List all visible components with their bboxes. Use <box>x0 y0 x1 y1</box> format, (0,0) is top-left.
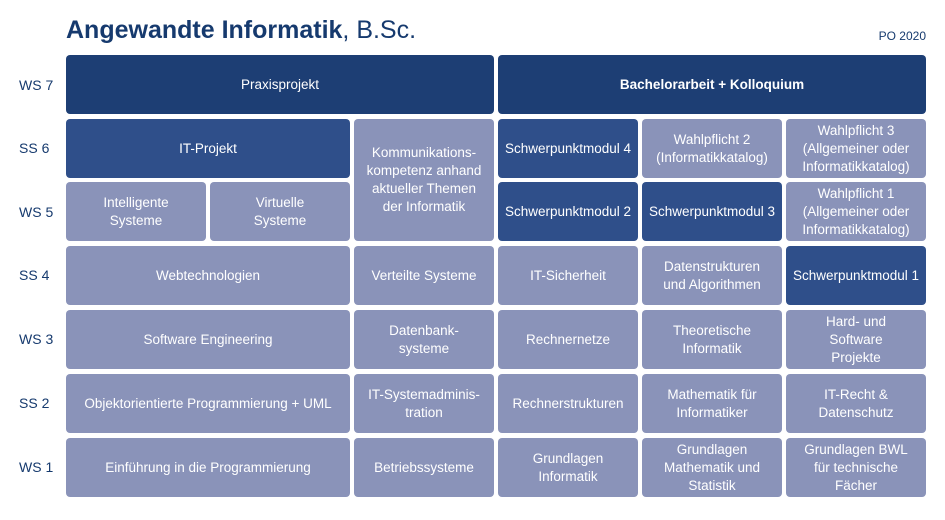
version-label: PO 2020 <box>878 29 926 43</box>
module-label: Rechnerstrukturen <box>512 395 624 411</box>
module-label: Betriebssysteme <box>374 459 474 475</box>
module-schwerpunkt-2: Schwerpunktmodul 2 <box>498 182 638 241</box>
module-label: Webtechnologien <box>155 267 261 283</box>
semester-label-ws3: WS 3 <box>19 331 54 347</box>
module-schwerpunkt-3: Schwerpunktmodul 3 <box>642 182 782 241</box>
module-label: Verteilte Systeme <box>371 267 477 283</box>
module-bachelorarbeit: Bachelorarbeit + Kolloquium <box>498 55 926 114</box>
module-rechnerstrukturen: Rechnerstrukturen <box>498 374 638 433</box>
module-label: IT-Projekt <box>179 140 237 156</box>
module-label: Einführung in die Programmierung <box>105 459 311 475</box>
semester-label-ws7: WS 7 <box>19 77 54 93</box>
module-schwerpunkt-4: Schwerpunktmodul 4 <box>498 119 638 178</box>
module-einfuehrung-programmierung: Einführung in die Programmierung <box>66 438 350 497</box>
module-label: Schwerpunktmodul 4 <box>504 140 632 156</box>
module-label: Software Engineering <box>143 331 273 347</box>
module-it-projekt: IT-Projekt <box>66 119 350 178</box>
semester-label-ws5: WS 5 <box>19 204 54 220</box>
module-it-recht-datenschutz: IT-Recht &Datenschutz <box>786 374 926 433</box>
module-datenbanksysteme: Datenbank-systeme <box>354 310 494 369</box>
module-label: Rechnernetze <box>525 331 611 347</box>
semester-label-ws1: WS 1 <box>19 459 54 475</box>
semester-label-ss6: SS 6 <box>19 140 50 156</box>
semester-label-ss2: SS 2 <box>19 395 50 411</box>
module-label: Bachelorarbeit + Kolloquium <box>619 76 805 92</box>
module-label: Wahlpflicht 2(Informatikkatalog) <box>656 131 768 165</box>
module-label: IT-Recht &Datenschutz <box>818 386 894 420</box>
module-wahlpflicht-2: Wahlpflicht 2(Informatikkatalog) <box>642 119 782 178</box>
module-label: IT-Systemadminis-tration <box>368 386 480 420</box>
module-webtechnologien: Webtechnologien <box>66 246 350 305</box>
module-label: Datenbank-systeme <box>389 322 459 356</box>
module-label: Schwerpunktmodul 1 <box>792 267 920 283</box>
module-label: IT-Sicherheit <box>530 267 606 283</box>
title-degree: , B.Sc. <box>342 16 417 44</box>
module-it-systemadministration: IT-Systemadminis-tration <box>354 374 494 433</box>
module-rechnernetze: Rechnernetze <box>498 310 638 369</box>
module-label: Schwerpunktmodul 3 <box>648 203 776 219</box>
module-praxisprojekt: Praxisprojekt <box>66 55 494 114</box>
module-oop-uml: Objektorientierte Programmierung + UML <box>66 374 350 433</box>
title-main: Angewandte Informatik <box>66 16 343 44</box>
module-label: Schwerpunktmodul 2 <box>504 203 632 219</box>
module-label: Praxisprojekt <box>240 76 320 92</box>
module-verteilte-systeme: Verteilte Systeme <box>354 246 494 305</box>
page-title: Angewandte Informatik, B.Sc. <box>66 16 416 45</box>
module-label: Objektorientierte Programmierung + UML <box>84 395 332 411</box>
module-it-sicherheit: IT-Sicherheit <box>498 246 638 305</box>
module-betriebssysteme: Betriebssysteme <box>354 438 494 497</box>
module-software-engineering: Software Engineering <box>66 310 350 369</box>
semester-label-ss4: SS 4 <box>19 267 50 283</box>
module-schwerpunkt-1: Schwerpunktmodul 1 <box>786 246 926 305</box>
